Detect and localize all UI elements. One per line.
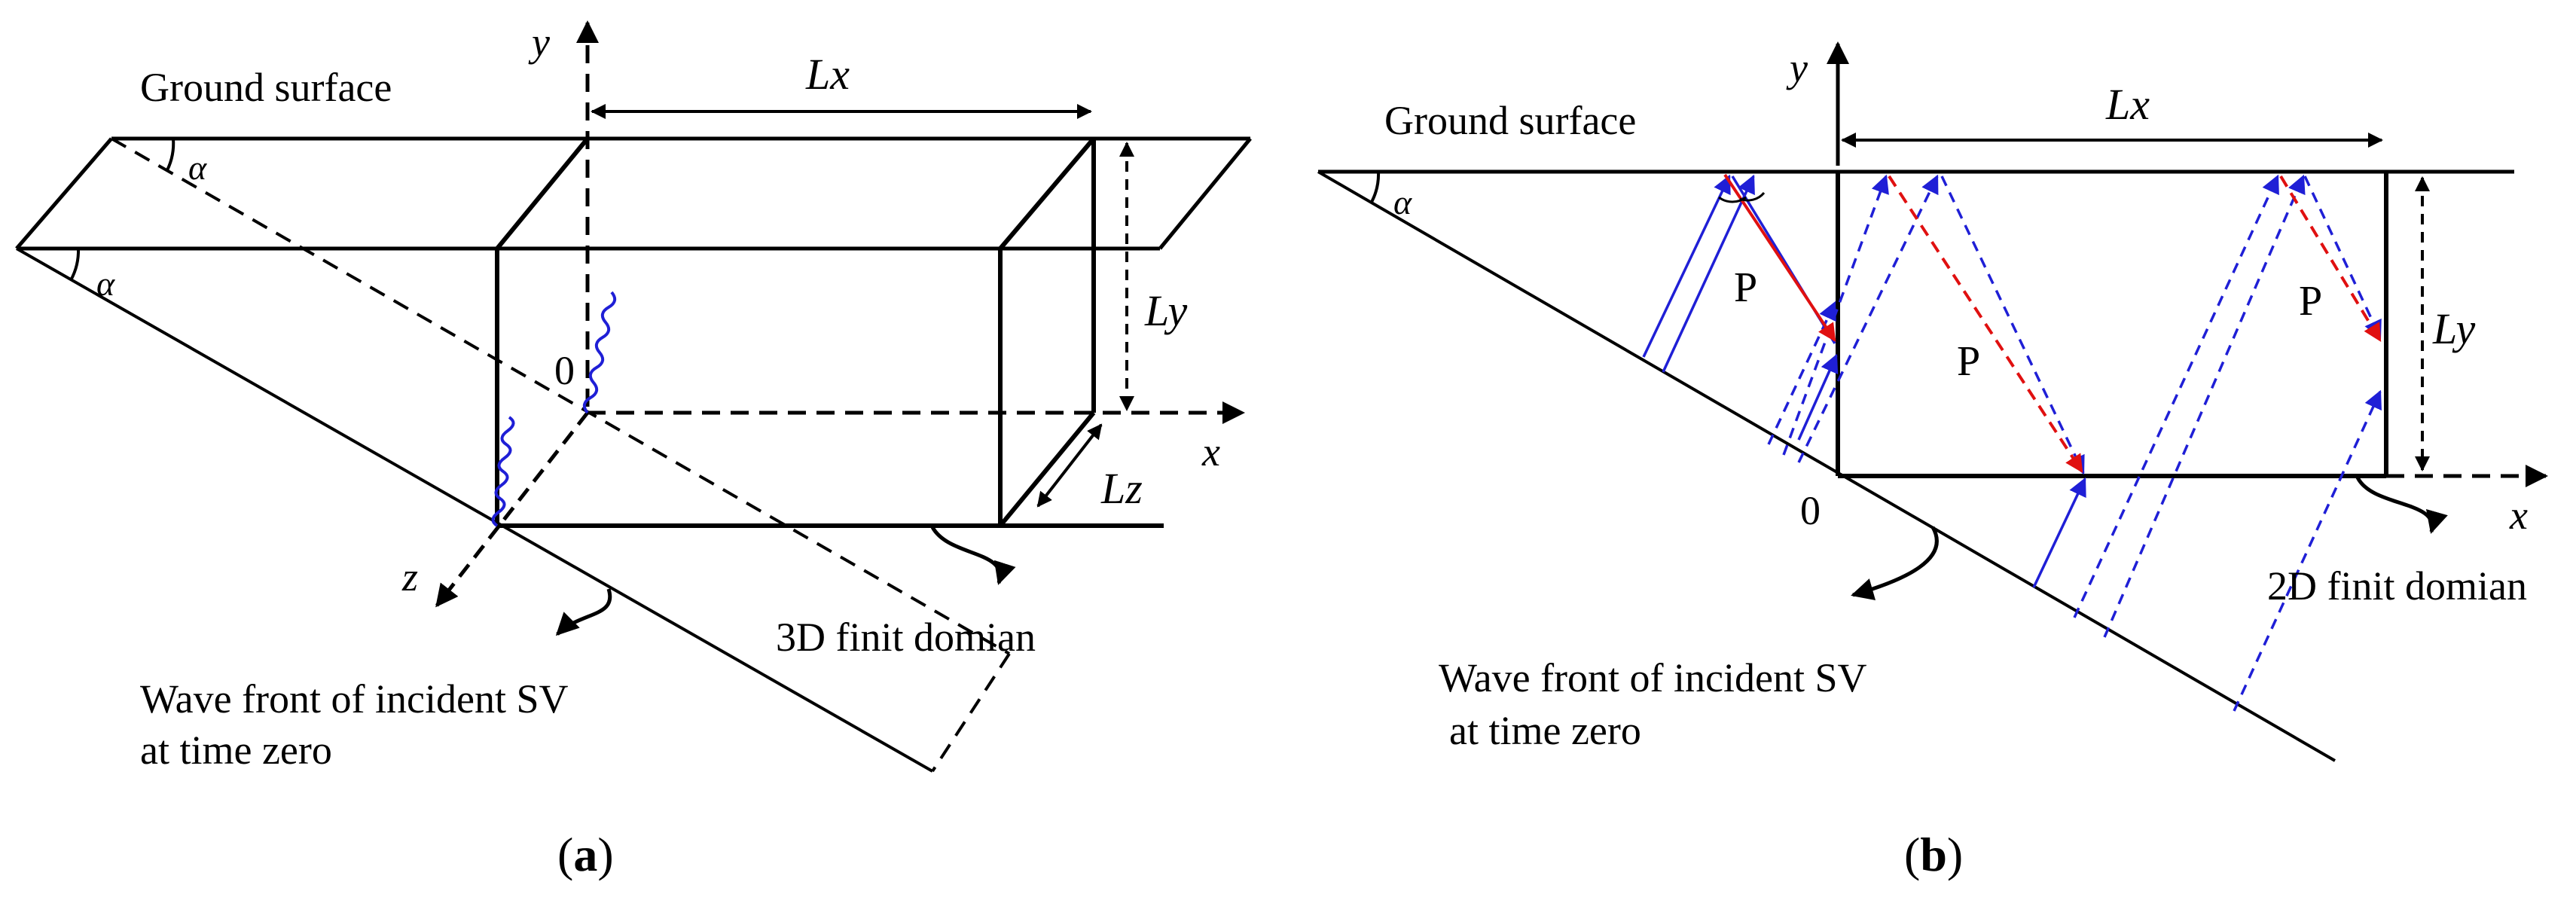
finite-domain-rect-2d: [1836, 172, 2388, 478]
wave-front-label-line1: Wave front of incident SV: [140, 676, 569, 722]
lz-dimension-arrow: [1036, 423, 1103, 508]
ground-surface-label: Ground surface: [1384, 98, 1636, 143]
lx-label: Lx: [805, 50, 850, 99]
reflected-p-ray-2: [1888, 175, 2083, 474]
wave-front-line: [16, 247, 933, 773]
alpha-label: α: [1393, 183, 1412, 221]
finite-domain-box-3d: [495, 137, 1164, 528]
wave-front-leader-arrow: [555, 588, 612, 636]
origin-label: 0: [1800, 488, 1821, 533]
p-label-2: P: [1957, 338, 1980, 385]
construction-dashed-lines: [111, 137, 1011, 773]
domain-label: 2D finit domian: [2267, 563, 2527, 609]
p-label-3: P: [2299, 278, 2322, 325]
alpha-label-top: α: [188, 148, 207, 187]
incident-sv-wave-squiggle-lower: [491, 416, 515, 527]
alpha-arc-left: [69, 248, 81, 281]
alpha-arc-top: [166, 138, 175, 171]
panel-a: Ground surface α α y x z 0 Lx Ly Lz 3D f…: [15, 20, 1252, 881]
domain-leader-arrow: [930, 526, 1016, 585]
alpha-arc: [1369, 171, 1381, 204]
reflected-p-ray-3: [2279, 175, 2382, 343]
wave-front-line: [1317, 170, 2336, 762]
domain-label: 3D finit domian: [776, 615, 1036, 660]
p-label-1: P: [1734, 264, 1757, 311]
wave-front-label-line2: at time zero: [140, 728, 332, 773]
caption-a: (a): [557, 828, 614, 881]
origin-label: 0: [554, 348, 575, 393]
x-axis-label: x: [1201, 429, 1220, 474]
wave-front-label-line1: Wave front of incident SV: [1439, 655, 1867, 700]
domain-leader-arrow: [2355, 476, 2448, 534]
reflected-p-ray-1: [1723, 173, 1836, 342]
ly-label: Ly: [1144, 286, 1188, 335]
incident-sv-rays-solid: [1642, 174, 2086, 588]
reflection-angle-marks: [1718, 191, 1766, 203]
x-axis-label: x: [2509, 493, 2528, 538]
lz-label: Lz: [1100, 464, 1143, 513]
z-axis-label: z: [401, 554, 418, 600]
incident-sv-wave-squiggle-upper: [582, 291, 617, 414]
incident-sv-rays-dashed: [1767, 174, 2382, 712]
wave-front-label-line2: at time zero: [1449, 708, 1641, 753]
y-axis-label: y: [1786, 45, 1808, 90]
z-axis-arrow: [435, 411, 589, 608]
ly-label: Ly: [2432, 304, 2476, 353]
alpha-label-left: α: [96, 264, 115, 303]
lx-label: Lx: [2105, 80, 2150, 129]
panel-b: Ground surface α y x 0 Lx Ly P P P 2D fi…: [1317, 41, 2548, 881]
wave-front-leader-arrow: [1851, 526, 1939, 601]
ground-surface-label: Ground surface: [140, 65, 392, 110]
caption-b: (b): [1904, 828, 1963, 881]
y-axis-label: y: [528, 20, 550, 65]
